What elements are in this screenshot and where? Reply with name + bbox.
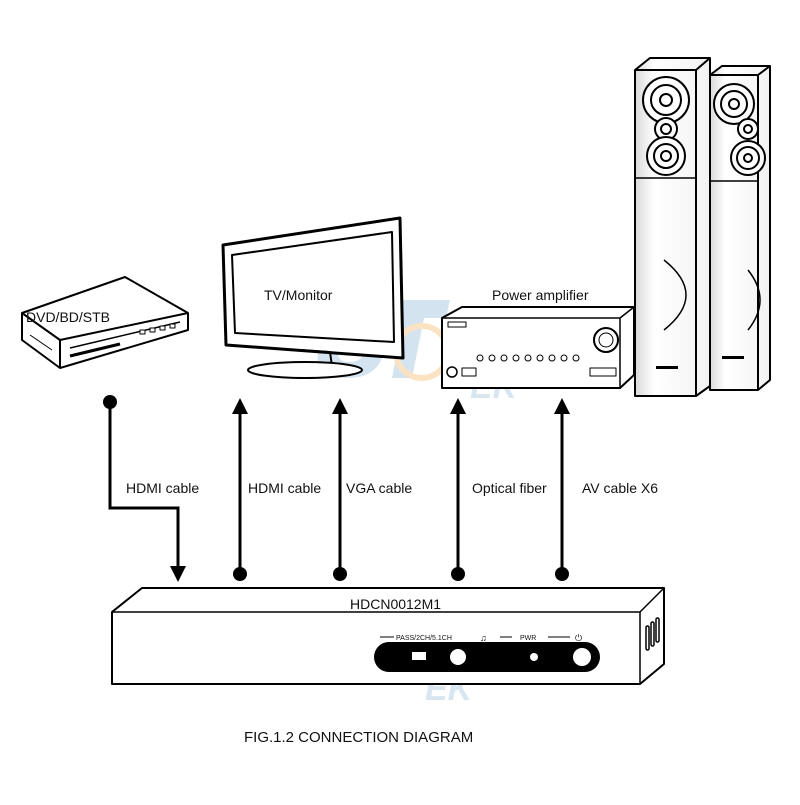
amplifier-buttons <box>476 354 580 362</box>
power-button <box>573 648 591 666</box>
player-buttons <box>139 323 176 335</box>
vga-output-line <box>332 398 348 581</box>
vent-slots <box>645 617 660 651</box>
headphone-icon: ♫ <box>480 633 487 643</box>
mode-button <box>450 649 466 665</box>
tv-label: TV/Monitor <box>264 287 333 303</box>
label-hdmi-out: HDMI cable <box>248 480 321 496</box>
amplifier-label: Power amplifier <box>492 287 589 303</box>
figure-caption: FIG.1.2 CONNECTION DIAGRAM <box>244 729 473 746</box>
standby-icon: ⏻ <box>575 633 582 643</box>
dvd-player-label: DVD/BD/STB <box>26 309 110 325</box>
tower-speaker-right <box>709 65 771 391</box>
hdmi-output-line <box>232 398 248 581</box>
mode-indicator <box>412 652 426 660</box>
unit-model-label: HDCN0012M1 <box>350 596 441 612</box>
power-led <box>530 653 538 661</box>
label-av: AV cable X6 <box>582 480 658 496</box>
mode-label: PASS/2CH/5.1CH <box>396 635 452 642</box>
optical-output-line <box>450 398 466 581</box>
dvd-player <box>21 276 189 369</box>
tv-monitor <box>221 216 405 379</box>
av-output-line <box>554 398 570 581</box>
label-optical: Optical fiber <box>472 480 547 496</box>
label-hdmi-in: HDMI cable <box>126 480 199 496</box>
hdmi-input-line <box>103 395 186 582</box>
power-amplifier <box>441 306 635 389</box>
tower-speaker-left <box>634 57 711 397</box>
front-panel: PASS/2CH/5.1CH ♫ PWR ⏻ <box>374 633 600 672</box>
power-label: PWR <box>520 635 536 642</box>
label-vga: VGA cable <box>346 480 412 496</box>
